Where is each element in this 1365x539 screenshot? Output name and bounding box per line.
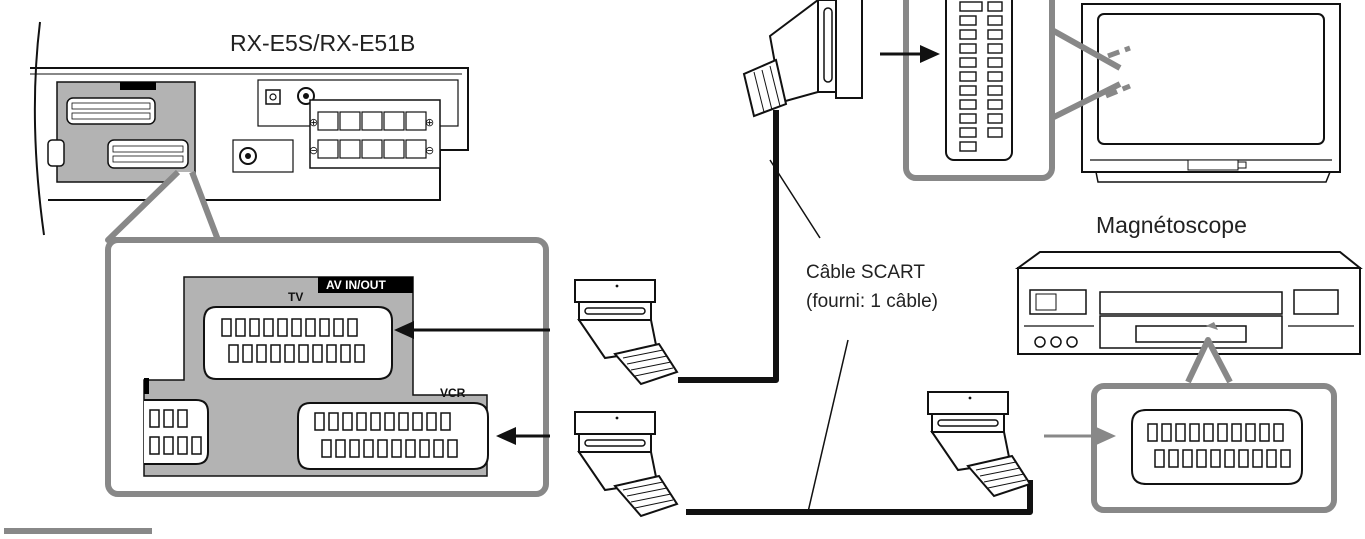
vcr-callout (1091, 337, 1337, 513)
svg-text:⊖: ⊖ (309, 144, 318, 157)
cable-label-line2: (fourni: 1 câble) (806, 291, 939, 312)
cable-label-line1: Câble SCART (806, 262, 925, 283)
vcr-icon (1014, 251, 1363, 355)
svg-text:⊖: ⊖ (425, 144, 434, 157)
leader-line (807, 339, 849, 513)
scart-plug-icon (574, 411, 678, 517)
scart-plug-icon (927, 391, 1031, 497)
receiver-icon: ⊕ ⊖ ⊕ ⊖ (30, 21, 469, 236)
tv-callout (903, 0, 1131, 181)
arrow-right-icon (1044, 426, 1116, 446)
tv-icon (1081, 3, 1341, 183)
leader-line (769, 159, 821, 239)
arrow-right-icon (880, 45, 940, 63)
av-in-out-tag: AV IN/OUT (326, 278, 386, 292)
tv-jack-label: TV (288, 290, 304, 304)
vcr-label: Magnétoscope (1096, 212, 1247, 238)
svg-text:⊕: ⊕ (425, 116, 434, 129)
remarque-label-bar (4, 528, 152, 539)
scart-plug-icon (742, 0, 863, 118)
scart-plug-icon (574, 279, 678, 385)
receiver-model-label: RX-E5S/RX-E51B (230, 30, 416, 56)
scart-cable (678, 110, 1033, 515)
vcr-jack-label: VCR (440, 386, 466, 400)
zoom-panel (105, 237, 549, 497)
arrow-left-icon (394, 321, 550, 445)
svg-text:⊕: ⊕ (309, 116, 318, 129)
